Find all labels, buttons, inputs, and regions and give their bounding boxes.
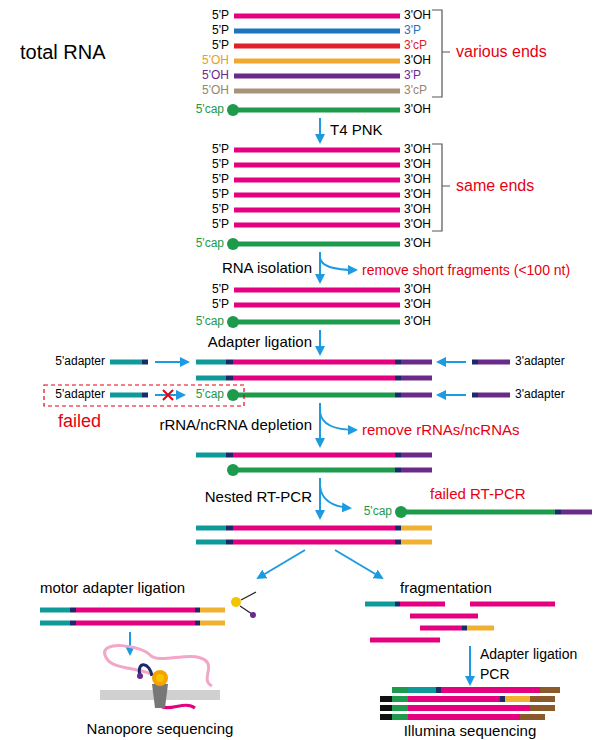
- diagram-label: failed: [58, 411, 101, 432]
- diagram-label: various ends: [456, 43, 547, 61]
- diagram-label: 5'P: [212, 283, 229, 297]
- diagram-label: 5'P: [212, 218, 229, 232]
- diagram-label: 5'P: [212, 24, 229, 38]
- diagram-label: 3'cP: [404, 84, 427, 98]
- diagram-label: Nanopore sequencing: [87, 720, 234, 737]
- diagram-label: motor adapter ligation: [40, 579, 185, 596]
- diagram-label: 3'OH: [404, 237, 431, 251]
- diagram-label: 5'P: [212, 158, 229, 172]
- diagram-label: failed RT-PCR: [430, 485, 526, 502]
- diagram-label: 5'cap: [196, 315, 224, 329]
- diagram-label: fragmentation: [400, 579, 492, 596]
- diagram-label: Nested RT-PCR: [205, 488, 312, 505]
- diagram-label: total RNA: [20, 41, 106, 64]
- diagram-label: 3'OH: [404, 173, 431, 187]
- diagram-label: 5'P: [212, 9, 229, 23]
- diagram-label: 3'OH: [404, 143, 431, 157]
- diagram-label: 3'OH: [404, 54, 431, 68]
- diagram-label: 5'P: [212, 188, 229, 202]
- diagram-label: Adapter ligation: [208, 333, 312, 350]
- diagram-label: RNA isolation: [222, 259, 312, 276]
- diagram-label: 5'adapter: [55, 355, 105, 369]
- diagram-label: remove short fragments (<100 nt): [362, 262, 570, 278]
- diagram-label: 5'OH: [202, 84, 229, 98]
- diagram-label: same ends: [456, 177, 534, 195]
- diagram-label: 5'P: [212, 39, 229, 53]
- diagram-label: T4 PNK: [330, 121, 383, 138]
- diagram-label: 3'OH: [404, 158, 431, 172]
- diagram-label: Adapter ligation: [480, 646, 577, 662]
- diagram-label: 3'OH: [404, 298, 431, 312]
- diagram-label: 3'OH: [404, 315, 431, 329]
- diagram-label: 5'cap: [196, 103, 224, 117]
- diagram-label: 3'adapter: [515, 355, 565, 369]
- diagram-label: 3'OH: [404, 103, 431, 117]
- diagram-label: 5'P: [212, 143, 229, 157]
- diagram-label: 5'OH: [202, 69, 229, 83]
- diagram-label: 3'OH: [404, 218, 431, 232]
- diagram-label: 5'P: [212, 298, 229, 312]
- diagram-label: remove rRNAs/ncRNAs: [362, 421, 520, 438]
- diagram-label: 5'P: [212, 173, 229, 187]
- diagram-label: 3'OH: [404, 203, 431, 217]
- diagram-label: 5'adapter: [55, 388, 105, 402]
- diagram-label: 3'OH: [404, 283, 431, 297]
- diagram-label: 3'cP: [404, 39, 427, 53]
- diagram-label: rRNA/ncRNA depletion: [159, 416, 312, 433]
- diagram-label: 5'cap: [196, 237, 224, 251]
- diagram-label: 3'P: [404, 24, 421, 38]
- diagram-label: 5'cap: [196, 388, 224, 402]
- diagram-label: Illumina sequencing: [404, 722, 537, 739]
- diagram-label: 3'adapter: [515, 388, 565, 402]
- diagram-label: 5'P: [212, 203, 229, 217]
- diagram-label: PCR: [480, 666, 510, 682]
- diagram-label: 5'cap: [364, 505, 392, 519]
- diagram-label: 3'OH: [404, 9, 431, 23]
- diagram-label: 3'OH: [404, 188, 431, 202]
- diagram-label: 5'OH: [202, 54, 229, 68]
- diagram-label: 3'P: [404, 69, 421, 83]
